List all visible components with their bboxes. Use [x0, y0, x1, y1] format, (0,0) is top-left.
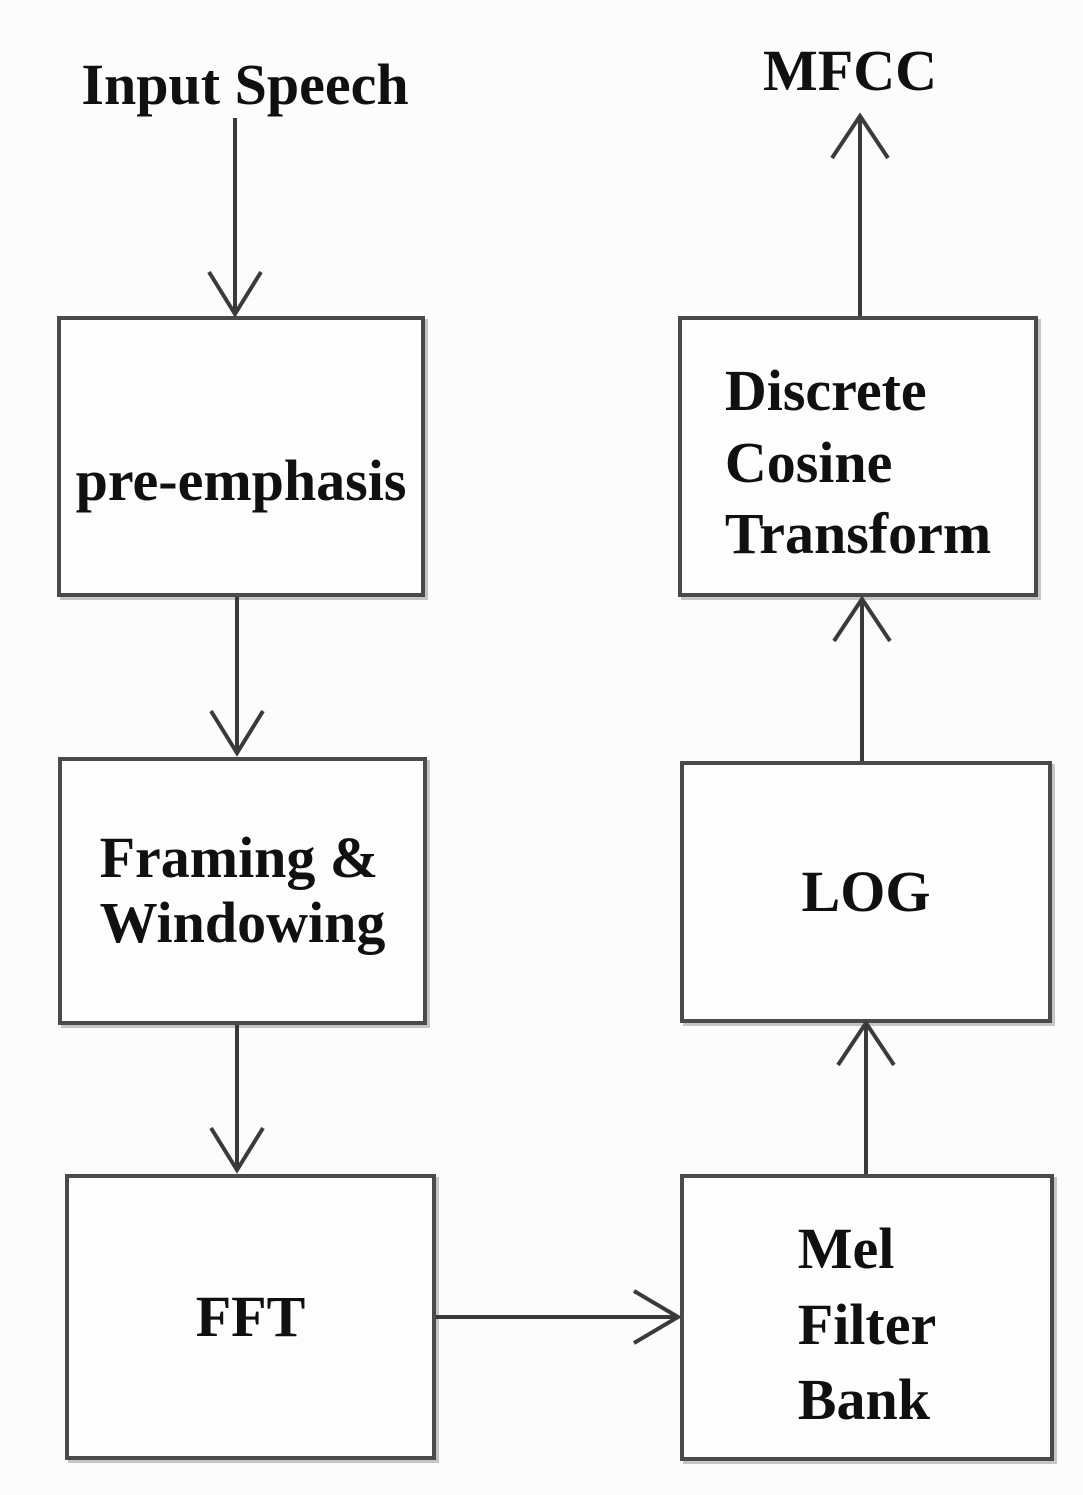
- framing-windowing-box-label: Framing & Windowing: [99, 825, 386, 956]
- input-speech-label: Input Speech: [81, 52, 409, 117]
- mel-filter-bank-box-label: Mel Filter Bank: [798, 1211, 936, 1437]
- pre-emphasis-text: pre-emphasis: [75, 447, 407, 513]
- mel-filter-bank-box: Mel Filter Bank: [680, 1174, 1054, 1461]
- fft-text: FFT: [195, 1284, 306, 1350]
- dct-text-line2: Cosine: [724, 429, 893, 495]
- arrow-mel-filter-bank-to-log: [836, 1019, 896, 1174]
- pre-emphasis-box-label: pre-emphasis: [76, 446, 407, 516]
- dct-text-line1: Discrete: [724, 357, 927, 423]
- fft-box: FFT: [65, 1174, 436, 1460]
- framing-text-line2: Windowing: [99, 890, 386, 955]
- arrow-pre-emphasis-to-framing: [209, 597, 265, 757]
- discrete-cosine-transform-box: Discrete Cosine Transform: [678, 316, 1038, 597]
- log-text: LOG: [801, 859, 931, 925]
- log-box: LOG: [680, 761, 1052, 1023]
- mel-text-line1: Mel: [797, 1216, 895, 1282]
- arrow-framing-to-fft: [209, 1025, 265, 1174]
- log-box-label: LOG: [802, 857, 931, 927]
- fft-box-label: FFT: [196, 1282, 306, 1352]
- arrow-log-to-dct: [832, 595, 892, 761]
- arrow-fft-to-mel-filter-bank: [436, 1289, 682, 1345]
- pre-emphasis-box: pre-emphasis: [57, 316, 425, 597]
- mel-text-line3: Bank: [797, 1367, 930, 1433]
- arrow-input-to-pre-emphasis: [207, 118, 263, 318]
- framing-windowing-box: Framing & Windowing: [58, 757, 427, 1025]
- dct-text-line3: Transform: [724, 501, 992, 567]
- arrow-dct-to-mfcc: [830, 112, 890, 316]
- framing-text-line1: Framing &: [99, 825, 379, 891]
- mel-text-line2: Filter: [797, 1291, 937, 1357]
- mfcc-output-label: MFCC: [763, 38, 937, 103]
- discrete-cosine-transform-box-label: Discrete Cosine Transform: [725, 355, 991, 571]
